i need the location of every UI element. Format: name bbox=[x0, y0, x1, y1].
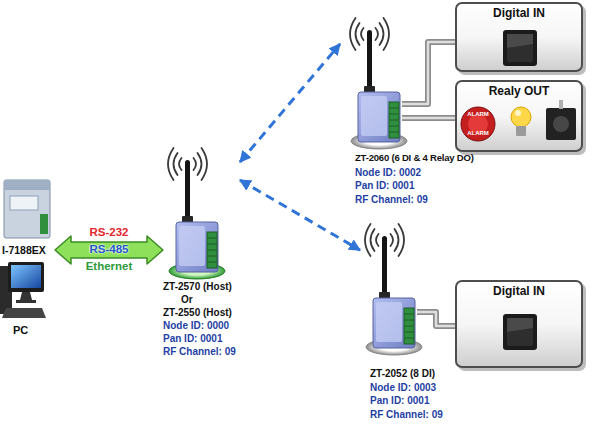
digital-in-switch bbox=[503, 314, 537, 350]
device-text: ZT-2052 (8 DI) bbox=[370, 368, 435, 380]
wire-core bbox=[402, 117, 455, 120]
device-text: ZT-2060 (6 DI & 4 Relay DO) bbox=[355, 153, 474, 164]
bulb-highlight bbox=[515, 110, 521, 116]
controller-terminal bbox=[40, 214, 48, 234]
monitor-screen bbox=[11, 265, 41, 288]
wireless-link bbox=[240, 180, 360, 250]
connector bbox=[55, 236, 163, 264]
device-text: RF Channel: 09 bbox=[163, 346, 236, 358]
box-fill bbox=[455, 2, 583, 72]
device-text: PC bbox=[13, 324, 28, 337]
zt2052-module bbox=[373, 236, 415, 348]
alarm-button-rim bbox=[461, 107, 495, 141]
connector bbox=[417, 312, 455, 326]
connector bbox=[402, 118, 455, 119]
link-arrow bbox=[55, 236, 163, 264]
bulb-glass bbox=[511, 107, 531, 127]
wire-core bbox=[402, 42, 455, 104]
device-text: Node ID: 0002 bbox=[355, 167, 421, 179]
motor-body bbox=[546, 108, 576, 140]
wire-outline bbox=[402, 115, 455, 121]
io-box: Digital IN bbox=[455, 280, 583, 368]
device-node: ZT-2060 (6 DI & 4 Relay DO)Node ID: 0002… bbox=[340, 2, 402, 208]
button-text: ALARM bbox=[467, 130, 489, 137]
controller-label-plate bbox=[10, 196, 38, 210]
wire-core bbox=[417, 312, 455, 326]
host-waves bbox=[168, 148, 207, 180]
light-bulb bbox=[511, 107, 531, 136]
interface-label: RS-232 bbox=[90, 226, 129, 239]
box-heading: Realy OUT bbox=[457, 85, 581, 99]
device-text: Pan ID: 0001 bbox=[355, 180, 414, 192]
bulb-base bbox=[516, 126, 526, 136]
interface-label: Ethernet bbox=[86, 260, 133, 273]
box-fill bbox=[455, 280, 583, 368]
device-text: Pan ID: 0001 bbox=[163, 333, 222, 345]
zt2060-module bbox=[358, 30, 400, 142]
host-module bbox=[176, 160, 218, 272]
device-node: ZT-2570 (Host)OrZT-2550 (Host)Node ID: 0… bbox=[163, 152, 240, 360]
zt2060-waves bbox=[350, 18, 389, 50]
monitor-frame bbox=[8, 262, 44, 292]
device-text: Pan ID: 0001 bbox=[370, 395, 429, 407]
device-text: Node ID: 0000 bbox=[163, 320, 229, 332]
device-node: ZT-2052 (8 DI)Node ID: 0003Pan ID: 0001R… bbox=[360, 238, 417, 424]
interface-label: RS-485 bbox=[90, 243, 129, 256]
monitor-base bbox=[16, 300, 36, 303]
wireless-link bbox=[240, 44, 340, 162]
motor-shaft bbox=[559, 100, 563, 109]
connector bbox=[240, 180, 360, 250]
io-box: Digital IN bbox=[455, 2, 583, 72]
device-text: Or bbox=[181, 294, 193, 306]
button-text: ALARM bbox=[467, 111, 489, 118]
device-text: ZT-2550 (Host) bbox=[163, 307, 232, 319]
controller-top bbox=[4, 180, 50, 190]
controller-module bbox=[4, 180, 50, 238]
device-node: PC bbox=[0, 260, 45, 342]
keyboard bbox=[2, 308, 46, 318]
device-text: RF Channel: 09 bbox=[370, 409, 443, 421]
device-text: Node ID: 0003 bbox=[370, 382, 436, 394]
box-heading: Digital IN bbox=[457, 7, 581, 21]
controller-body bbox=[4, 180, 50, 238]
connector bbox=[402, 42, 455, 104]
digital-in-switch bbox=[503, 30, 537, 66]
box-fill bbox=[455, 80, 583, 152]
zt2052-waves bbox=[365, 224, 404, 256]
device-text: I-7188EX bbox=[2, 244, 46, 256]
wire-outline bbox=[402, 42, 455, 104]
motor-face bbox=[553, 116, 569, 132]
device-text: RF Channel: 09 bbox=[355, 194, 428, 206]
monitor-stand bbox=[20, 292, 32, 300]
wire-outline bbox=[417, 312, 455, 326]
device-node: I-7188EX bbox=[0, 178, 55, 258]
device-text: ZT-2570 (Host) bbox=[163, 281, 232, 293]
alarm-button bbox=[461, 107, 495, 141]
stepper-motor bbox=[546, 100, 576, 140]
connector bbox=[240, 44, 340, 162]
pc-illustration bbox=[0, 262, 46, 318]
box-heading: Digital IN bbox=[457, 285, 581, 299]
